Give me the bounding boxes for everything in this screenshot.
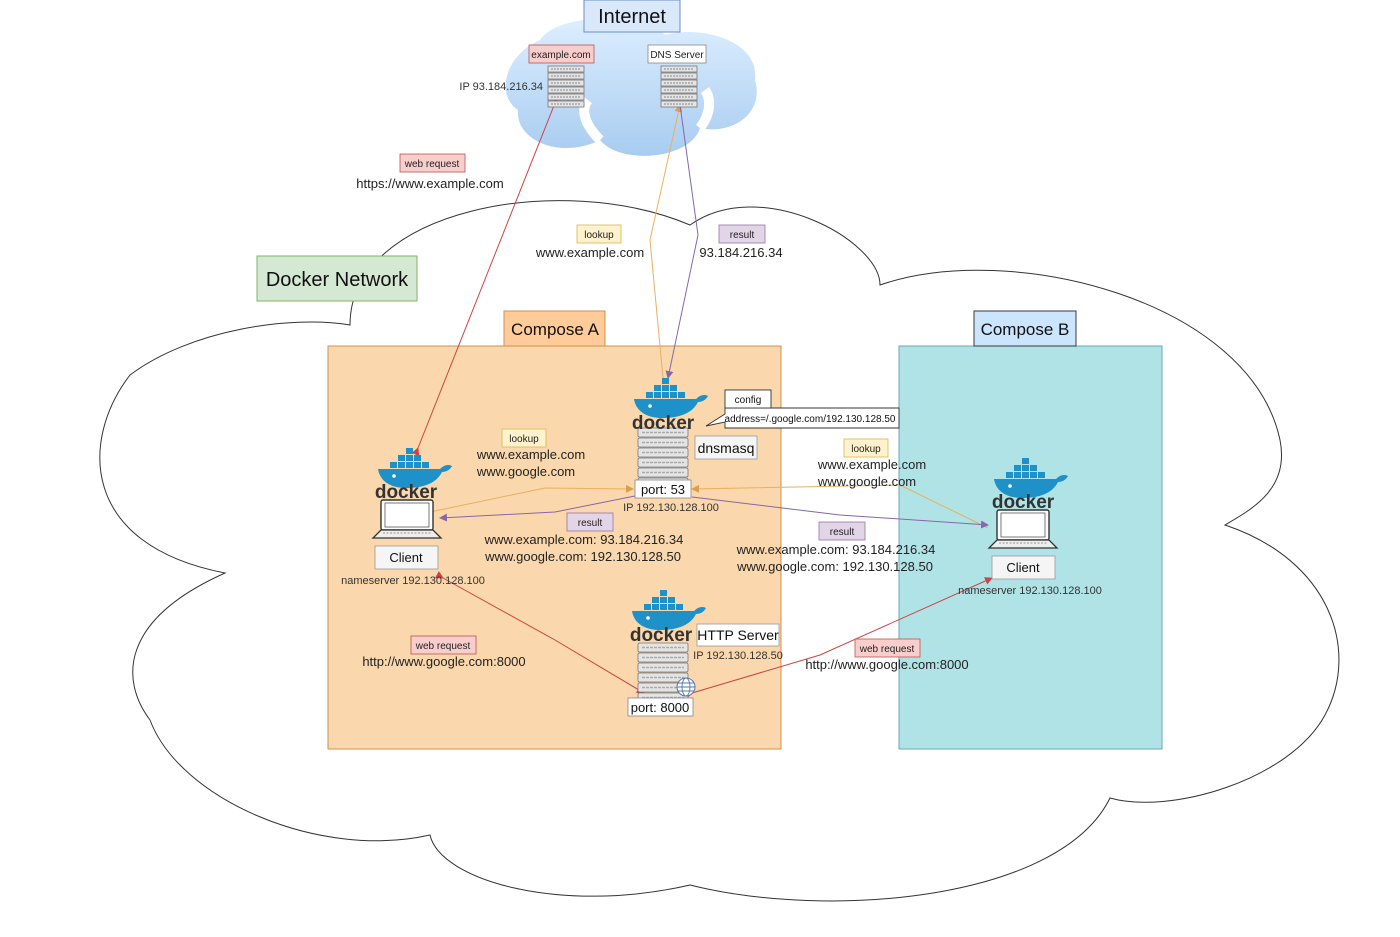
docker-logo-text-client-a: docker (375, 482, 438, 503)
label-b-lookup-2: www.google.com (817, 474, 916, 489)
docker-logo-text-dnsmasq: docker (632, 413, 695, 434)
example-server-label: example.com (531, 50, 590, 61)
tag-b-web-local: web request (859, 644, 915, 655)
example-server-tag (528, 44, 595, 64)
label-upstream-result: 93.184.216.34 (699, 245, 782, 260)
label-web-internet: https://www.example.com (356, 176, 503, 191)
tag-box-web-internet (399, 153, 466, 173)
docker-network-title: Docker Network (266, 269, 409, 291)
edge-b-result (691, 496, 989, 529)
edge-a-web-local (434, 571, 645, 694)
tag-box-b-web-local (854, 638, 921, 658)
client-a-label-box (374, 545, 439, 570)
internet-cloud (505, 18, 757, 156)
label-b-result-1: www.example.com: 93.184.216.34 (736, 542, 936, 557)
config-tag (724, 389, 772, 409)
tag-web-internet: web request (404, 159, 460, 170)
tag-b-result: result (830, 527, 855, 538)
client-b-label: Client (1006, 560, 1040, 575)
tag-upstream-lookup: lookup (584, 230, 614, 241)
http-server-label: HTTP Server (697, 627, 779, 643)
dns-server-tag (647, 44, 707, 64)
internet-title-box (583, 0, 681, 33)
label-a-result-2: www.google.com: 192.130.128.50 (484, 549, 681, 564)
compose-a-title: Compose A (511, 320, 600, 339)
http-server-port-box (627, 697, 694, 717)
example-server-ip: IP 93.184.216.34 (459, 81, 543, 93)
client-b-nameserver: nameserver 192.130.128.100 (958, 585, 1102, 597)
config-tag-label: config (735, 395, 762, 406)
dnsmasq-port: port: 53 (641, 482, 685, 497)
http-server-ip: IP 192.130.128.50 (693, 650, 783, 662)
client-a-nameserver: nameserver 192.130.128.100 (341, 575, 485, 587)
label-a-web-local: http://www.google.com:8000 (362, 654, 525, 669)
edge-b-lookup (691, 484, 989, 529)
client-a-label: Client (389, 550, 423, 565)
label-a-lookup-1: www.example.com (476, 447, 585, 462)
label-a-lookup-2: www.google.com (476, 464, 575, 479)
config-value: address=/.google.com/192.130.128.50 (725, 414, 896, 425)
tag-upstream-result: result (730, 230, 755, 241)
label-upstream-lookup: www.example.com (535, 245, 644, 260)
dnsmasq-port-box (634, 479, 692, 499)
tag-box-b-lookup (843, 438, 889, 458)
internet-title: Internet (598, 6, 666, 28)
http-server-port: port: 8000 (631, 700, 690, 715)
tag-a-lookup: lookup (509, 434, 539, 445)
compose-b-title: Compose B (981, 320, 1070, 339)
tag-a-web-local: web request (415, 641, 471, 652)
tag-box-a-result (566, 512, 614, 532)
client-b-laptop-icon (988, 509, 1058, 549)
docker-logo-text-http: docker (630, 625, 693, 646)
label-a-result-1: www.example.com: 93.184.216.34 (484, 532, 684, 547)
tag-box-a-web-local (410, 635, 477, 655)
docker-network-title-box (256, 255, 418, 302)
label-b-web-local: http://www.google.com:8000 (805, 657, 968, 672)
label-b-result-2: www.google.com: 192.130.128.50 (736, 559, 933, 574)
globe-icon (676, 677, 696, 697)
tag-a-result: result (578, 518, 603, 529)
edge-a-result (439, 495, 636, 522)
client-a-laptop-icon (372, 499, 442, 539)
dns-server-label: DNS Server (650, 50, 704, 61)
edge-dns-upstream-lookup (649, 104, 683, 379)
http-server-label-box (696, 623, 780, 647)
edge-dns-upstream-result (665, 104, 699, 379)
dnsmasq-label-box (694, 435, 758, 460)
tag-box-b-result (818, 521, 866, 541)
edge-b-web-local (684, 577, 993, 699)
tag-b-lookup: lookup (851, 444, 881, 455)
label-b-lookup-1: www.example.com (817, 457, 926, 472)
client-b-label-box (991, 555, 1056, 580)
tag-box-upstream-lookup (576, 224, 622, 244)
dnsmasq-ip: IP 192.130.128.100 (623, 502, 719, 514)
tag-box-upstream-result (718, 224, 766, 244)
edge-a-lookup (429, 484, 634, 513)
edge-web-internet (411, 97, 559, 456)
dnsmasq-label: dnsmasq (698, 440, 755, 456)
docker-logo-text-client-b: docker (992, 492, 1055, 513)
compose-b-title-box (973, 310, 1077, 347)
tag-box-a-lookup (501, 428, 547, 448)
config-callout (705, 407, 900, 429)
